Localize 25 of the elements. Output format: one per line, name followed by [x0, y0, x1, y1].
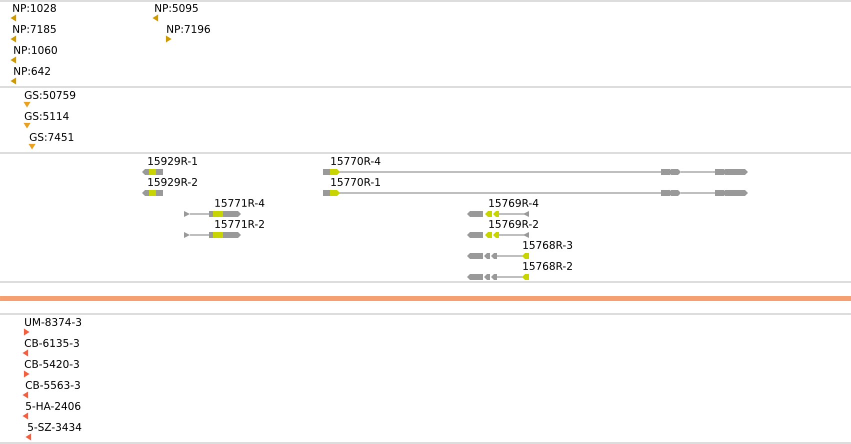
- feature-label: 5-HA-2406: [26, 402, 80, 410]
- feature-label: NP:7196: [167, 25, 210, 33]
- feature-label: CB-6135-3: [24, 339, 79, 347]
- feature-label: 5-SZ-3434: [28, 423, 82, 431]
- feature-label: 15769R-4: [489, 199, 538, 207]
- feature-label: 15770R-4: [331, 157, 380, 165]
- feature-label: NP:5095: [155, 4, 198, 12]
- feature-label: NP:1028: [13, 4, 56, 12]
- feature-label: GS:5114: [24, 112, 69, 120]
- feature-label: 15771R-4: [215, 199, 264, 207]
- feature-label: GS:7451: [30, 133, 74, 141]
- feature-label: 15929R-2: [148, 178, 197, 186]
- feature-label: 15929R-1: [148, 157, 197, 165]
- feature-label: 15771R-2: [215, 220, 264, 228]
- feature-label: 15768R-3: [523, 241, 572, 249]
- feature-label: UM-8374-3: [25, 318, 82, 326]
- feature-label: 15769R-2: [489, 220, 538, 228]
- feature-label: NP:642: [14, 67, 50, 75]
- feature-label: GS:50759: [24, 91, 76, 99]
- feature-label: 15768R-2: [523, 262, 572, 270]
- feature-label: NP:1060: [14, 46, 57, 54]
- feature-label: 15770R-1: [331, 178, 380, 186]
- feature-label: NP:7185: [13, 25, 56, 33]
- feature-label: CB-5563-3: [26, 381, 80, 389]
- feature-label: CB-5420-3: [24, 360, 79, 368]
